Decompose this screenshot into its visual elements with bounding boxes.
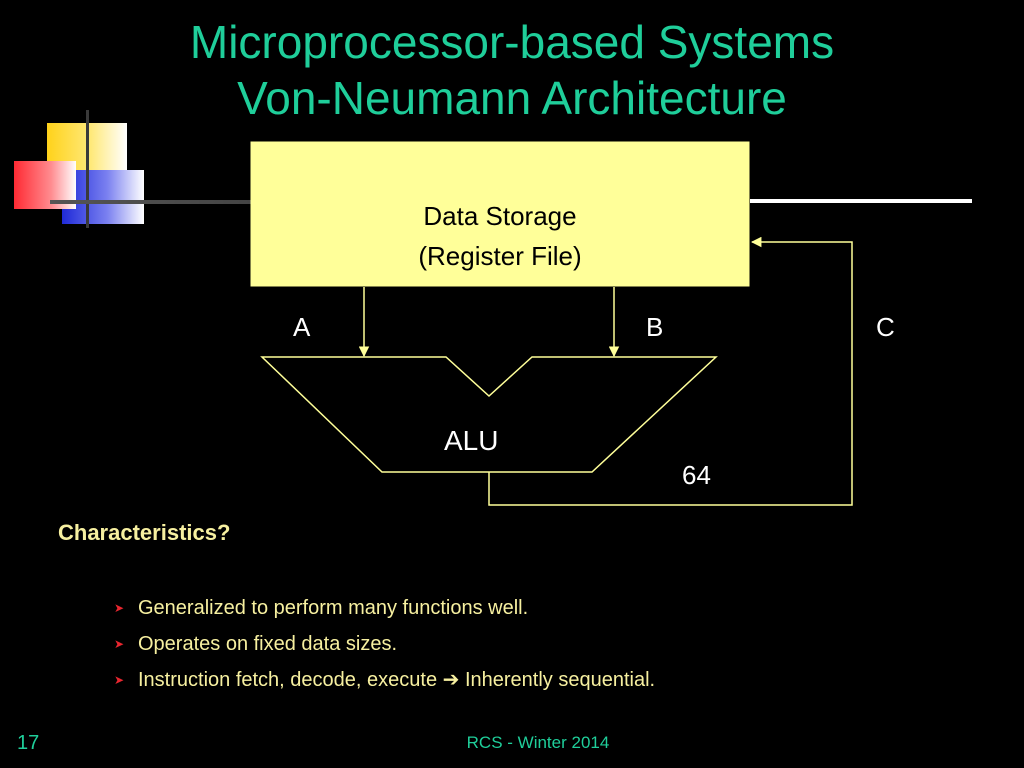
footer-text: RCS - Winter 2014: [466, 733, 610, 752]
bus-b-label: B: [646, 312, 664, 342]
data-storage-title: Data Storage: [423, 201, 577, 231]
bus-c-feedback-path: [488, 236, 853, 506]
arrowhead-bullet-icon: ➤: [114, 601, 125, 615]
bullet-text-before: Instruction fetch, decode, execute: [138, 669, 443, 691]
register-file-subtitle: (Register File): [418, 241, 582, 271]
alu-shape: [260, 356, 718, 473]
title-line-1: Microprocessor-based Systems: [189, 16, 835, 68]
decorative-rule-left: [50, 200, 255, 204]
bullet-text: Operates on fixed data sizes.: [138, 633, 398, 655]
slide-title: Microprocessor-based Systems Von-Neumann…: [0, 14, 1024, 126]
data-storage-label: Data Storage (Register File): [250, 196, 750, 276]
characteristics-list: ➤ Generalized to perform many functions …: [110, 590, 655, 698]
list-item: ➤ Instruction fetch, decode, execute ➔ I…: [110, 662, 655, 698]
list-item: ➤ Operates on fixed data sizes.: [110, 626, 655, 662]
alu-label: ALU: [444, 425, 499, 456]
list-item: ➤ Generalized to perform many functions …: [110, 590, 655, 626]
bullet-text: Generalized to perform many functions we…: [138, 597, 529, 619]
bus-width-label: 64: [682, 460, 711, 490]
bus-a-label: A: [293, 312, 311, 342]
decorative-rule-right: [750, 199, 972, 203]
arrowhead-bullet-icon: ➤: [114, 637, 125, 651]
logo-vertical-line: [86, 110, 89, 228]
bullet-text-after: Inherently sequential.: [459, 669, 656, 691]
data-storage-box: [250, 141, 750, 287]
arrowhead-bullet-icon: ➤: [114, 673, 125, 687]
title-line-2: Von-Neumann Architecture: [237, 72, 787, 124]
page-number: 17: [17, 732, 40, 754]
characteristics-heading: Characteristics?: [58, 520, 231, 545]
bus-c-label: C: [876, 312, 895, 342]
right-arrow-icon: ➔: [442, 669, 460, 691]
